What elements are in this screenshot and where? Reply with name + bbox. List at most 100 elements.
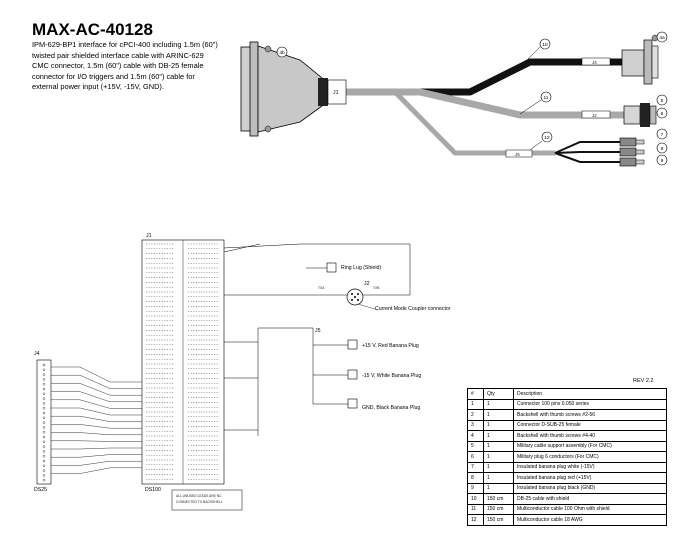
j2-label: J2 [364, 281, 370, 287]
bom-cell: Insulated banana plug white (-15V) [513, 461, 667, 473]
description: IPM-629-BP1 interface for cPCI-400 inclu… [32, 40, 240, 93]
coupler-label: Current Mode Coupler connector [375, 306, 451, 312]
balloon-5: 5 [661, 98, 664, 104]
j4-pin [42, 464, 46, 467]
j4-pin [42, 411, 46, 415]
j4-to-j1-wire [51, 416, 142, 422]
j4-pin [42, 440, 46, 443]
j4-to-j1-wire [51, 407, 142, 416]
bom-cell: Backshell with thumb screws #2-56 [513, 409, 667, 421]
j4-to-j1-wire [51, 391, 142, 402]
j1-part: DS100 [145, 487, 161, 493]
j4-to-j1-wire [51, 375, 142, 389]
bom-cell: Insulated banana plug black (GND) [513, 482, 667, 494]
j4-pin [42, 435, 46, 439]
plus15-plug [347, 339, 358, 350]
j4-part: DS25 [34, 487, 47, 493]
bom-cell: 3 [467, 419, 484, 431]
bom-cell: 10 [467, 493, 484, 505]
plus15-label: +15 V, Red Banana Plug [362, 343, 419, 349]
bom-cell: 150 cm [483, 514, 514, 526]
j4-pin [42, 378, 46, 381]
j4-to-j1-wire [51, 432, 142, 435]
bom-cell: 1 [483, 472, 514, 484]
bom-cell: 1 [483, 451, 514, 463]
bom-cell: 1 [483, 430, 514, 442]
bom-cell: 1 [483, 419, 514, 431]
cmc-connector [623, 103, 657, 127]
j2-pin-b: TXB [373, 286, 380, 290]
j4-to-j1-wire [51, 424, 142, 429]
note-line-2: CONNECTED TO BACKSHELL [176, 500, 223, 504]
gnd-label: GND, Black Banana Plug [362, 405, 420, 411]
bom-cell: 8 [467, 472, 484, 484]
bom-cell: Backshell with thumb screws #4-40 [513, 430, 667, 442]
bom-header: Description [513, 388, 667, 400]
j4-pin [42, 479, 46, 482]
balloon-8: 8 [661, 146, 664, 152]
bom-cell: 1 [483, 398, 514, 410]
j4-to-j1-wire [51, 399, 142, 409]
db25-connector [621, 34, 659, 85]
bom-cell: 2 [467, 409, 484, 421]
balloon-6: 6 [661, 111, 664, 117]
j4-to-j1-wire [51, 440, 142, 442]
j4-pin [42, 387, 46, 391]
cmc-connector-symbol [346, 288, 364, 306]
j4-to-j1-wire [51, 366, 142, 383]
j4-pin [42, 469, 46, 472]
bom-cell: 12 [467, 514, 484, 526]
j4-pin [42, 426, 46, 429]
bom-cell: 150 cm [483, 503, 514, 515]
bom-cell: 6 [467, 451, 484, 463]
bom-header: Qty [483, 388, 514, 400]
description-line: external power input (+15V, -15V, GND). [32, 82, 164, 92]
j4-pin [42, 392, 46, 395]
bom-cell: Multiconductor cable 18 AWG [513, 514, 667, 526]
description-line: CMC connector, 1.5m (60") cable with DB-… [32, 61, 204, 71]
j4-to-j1-wire [51, 467, 142, 474]
minus15-plug [347, 369, 358, 380]
j4-pin [42, 383, 46, 386]
gnd-plug [347, 398, 358, 409]
j1-label: J1 [146, 233, 152, 239]
revision-label: REV 2.2 [633, 378, 654, 384]
j4-to-j1-wire [51, 383, 142, 396]
balloon-4b: 4b [279, 50, 285, 56]
j4-pin [42, 431, 46, 434]
j4-pin [42, 445, 46, 448]
bom-header-row: # Qty Description [467, 388, 667, 400]
bom-cell: 1 [483, 409, 514, 421]
j4-pin [42, 455, 46, 458]
j4-pin [42, 416, 46, 419]
j4-pin [42, 397, 46, 400]
banana-plugs [619, 137, 645, 167]
j4-label: J4 [34, 351, 40, 357]
balloon-4a: 4a [659, 35, 665, 41]
j2-pin-a: TXA [318, 286, 325, 290]
bom-cell: 5 [467, 440, 484, 452]
bom-cell: Connector 100 pins 0.050 series [513, 398, 667, 410]
bom-header: # [467, 388, 484, 400]
label-j4: J4 [592, 60, 597, 65]
j1-connector-block [141, 239, 225, 485]
bom-cell: 11 [467, 503, 484, 515]
balloon-12: 12 [544, 135, 550, 141]
j4-pin [42, 421, 46, 424]
label-j1: J1 [333, 90, 339, 96]
j1-backshell: J1 [240, 41, 347, 137]
j4-connector-block [36, 359, 52, 485]
cable-power [345, 89, 555, 156]
bom-cell: 1 [467, 398, 484, 410]
note-line-1: ALL UNUSED LEADS ARE NC [176, 494, 222, 498]
bom-cell: 7 [467, 461, 484, 473]
ring-lug-label: Ring Lug (Shield) [341, 265, 381, 271]
